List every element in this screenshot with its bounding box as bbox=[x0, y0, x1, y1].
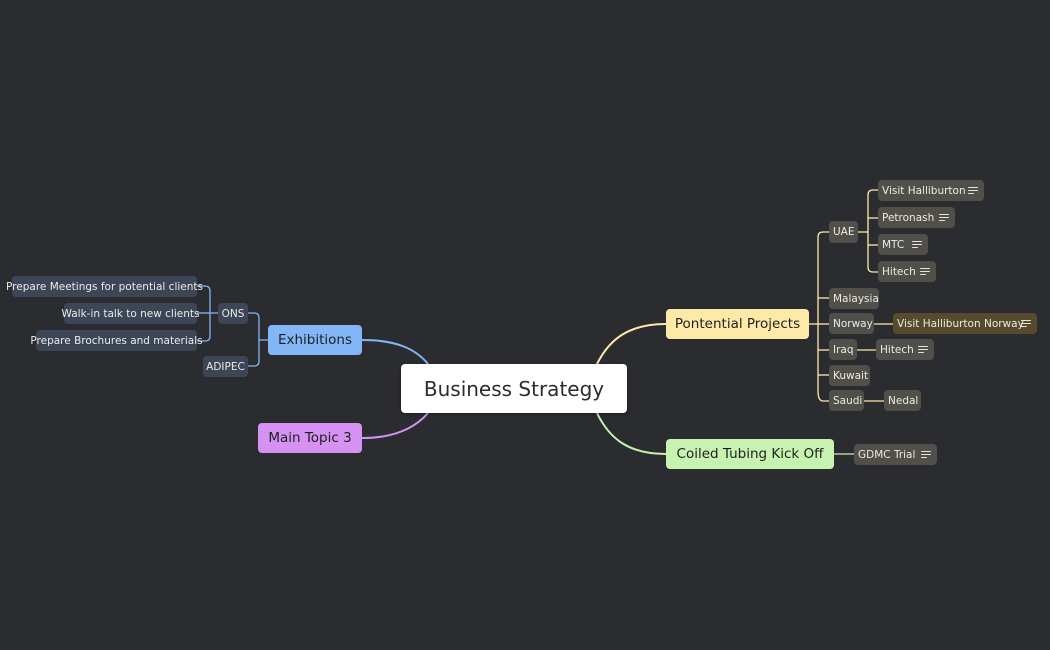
subtopic-prepare-meetings[interactable]: Prepare Meetings for potential clients bbox=[6, 276, 203, 297]
subtopic-hitech-iraq[interactable]: Hitech bbox=[876, 339, 934, 360]
note-icon[interactable] bbox=[912, 240, 922, 249]
subtopic-nedal[interactable]: Nedal bbox=[884, 390, 921, 411]
subtopic-iraq[interactable]: Iraq bbox=[829, 339, 857, 360]
subtopic-mtc[interactable]: MTC bbox=[878, 234, 928, 255]
subtopic-label: Prepare Brochures and materials bbox=[30, 334, 203, 347]
main-topic-label: Pontential Projects bbox=[674, 316, 801, 332]
subtopic-label: ADIPEC bbox=[206, 360, 245, 373]
subtopic-label: Walk-in talk to new clients bbox=[61, 307, 200, 320]
subtopic-label: GDMC Trial bbox=[858, 448, 916, 461]
subtopic-label: Visit Halliburton bbox=[882, 184, 966, 197]
subtopic-label: Iraq bbox=[833, 343, 854, 356]
subtopic-malaysia[interactable]: Malaysia bbox=[829, 288, 879, 309]
subtopic-kuwait[interactable]: Kuwait bbox=[829, 365, 870, 386]
subtopic-label: Visit Halliburton Norway bbox=[897, 317, 1024, 330]
central-topic[interactable]: Business Strategy bbox=[401, 364, 627, 413]
connector-projects bbox=[596, 323, 667, 365]
subtopic-saudi[interactable]: Saudi bbox=[829, 390, 864, 411]
subtopic-petronash[interactable]: Petronash bbox=[878, 207, 955, 228]
subtopic-adipec[interactable]: ADIPEC bbox=[203, 356, 248, 377]
subtopic-walk-in-talk[interactable]: Walk-in talk to new clients bbox=[61, 303, 200, 324]
subtopic-label: Hitech bbox=[880, 343, 914, 356]
subtopic-label: Petronash bbox=[882, 211, 935, 224]
main-topic-potential-projects[interactable]: Pontential Projects bbox=[666, 309, 809, 339]
connector-exhibitions bbox=[361, 339, 429, 365]
subtopic-visit-halliburton[interactable]: Visit Halliburton bbox=[878, 180, 984, 201]
subtopic-visit-halliburton-norway[interactable]: Visit Halliburton Norway bbox=[893, 313, 1037, 334]
note-icon[interactable] bbox=[921, 450, 931, 459]
subtopic-label: Prepare Meetings for potential clients bbox=[6, 280, 203, 293]
subtopic-gdmc-trial[interactable]: GDMC Trial bbox=[854, 444, 937, 465]
main-topic-label: Coiled Tubing Kick Off bbox=[676, 446, 824, 462]
subtopic-label: MTC bbox=[882, 238, 905, 251]
connector-topic3 bbox=[361, 412, 429, 439]
subtopic-ons[interactable]: ONS bbox=[218, 303, 248, 324]
main-topic-label: Main Topic 3 bbox=[268, 430, 352, 446]
subtopic-prepare-brochures[interactable]: Prepare Brochures and materials bbox=[30, 330, 203, 351]
main-topic-coiled-tubing[interactable]: Coiled Tubing Kick Off bbox=[666, 439, 834, 469]
subtopic-label: Malaysia bbox=[833, 292, 879, 305]
connector-projects-children bbox=[809, 189, 893, 402]
subtopic-uae[interactable]: UAE bbox=[829, 221, 858, 243]
subtopic-label: Hitech bbox=[882, 265, 916, 278]
note-icon[interactable] bbox=[918, 345, 928, 354]
subtopic-label: Nedal bbox=[888, 394, 919, 407]
main-topic-exhibitions[interactable]: Exhibitions bbox=[268, 325, 362, 355]
subtopic-norway[interactable]: Norway bbox=[829, 313, 874, 334]
subtopic-label: Kuwait bbox=[833, 369, 869, 382]
note-icon[interactable] bbox=[920, 267, 930, 276]
main-topic-3[interactable]: Main Topic 3 bbox=[258, 423, 362, 453]
central-topic-label: Business Strategy bbox=[423, 376, 605, 401]
main-topic-label: Exhibitions bbox=[277, 332, 353, 348]
connector-coiled bbox=[596, 412, 667, 455]
subtopic-label: Saudi bbox=[833, 394, 863, 407]
subtopic-label: ONS bbox=[221, 307, 245, 320]
subtopic-label: UAE bbox=[833, 226, 855, 238]
note-icon[interactable] bbox=[1021, 319, 1031, 328]
subtopic-hitech-uae[interactable]: Hitech bbox=[878, 261, 936, 282]
connector-exhibitions-children bbox=[197, 285, 268, 367]
note-icon[interactable] bbox=[939, 213, 949, 222]
subtopic-label: Norway bbox=[833, 317, 873, 330]
note-icon[interactable] bbox=[968, 186, 978, 195]
